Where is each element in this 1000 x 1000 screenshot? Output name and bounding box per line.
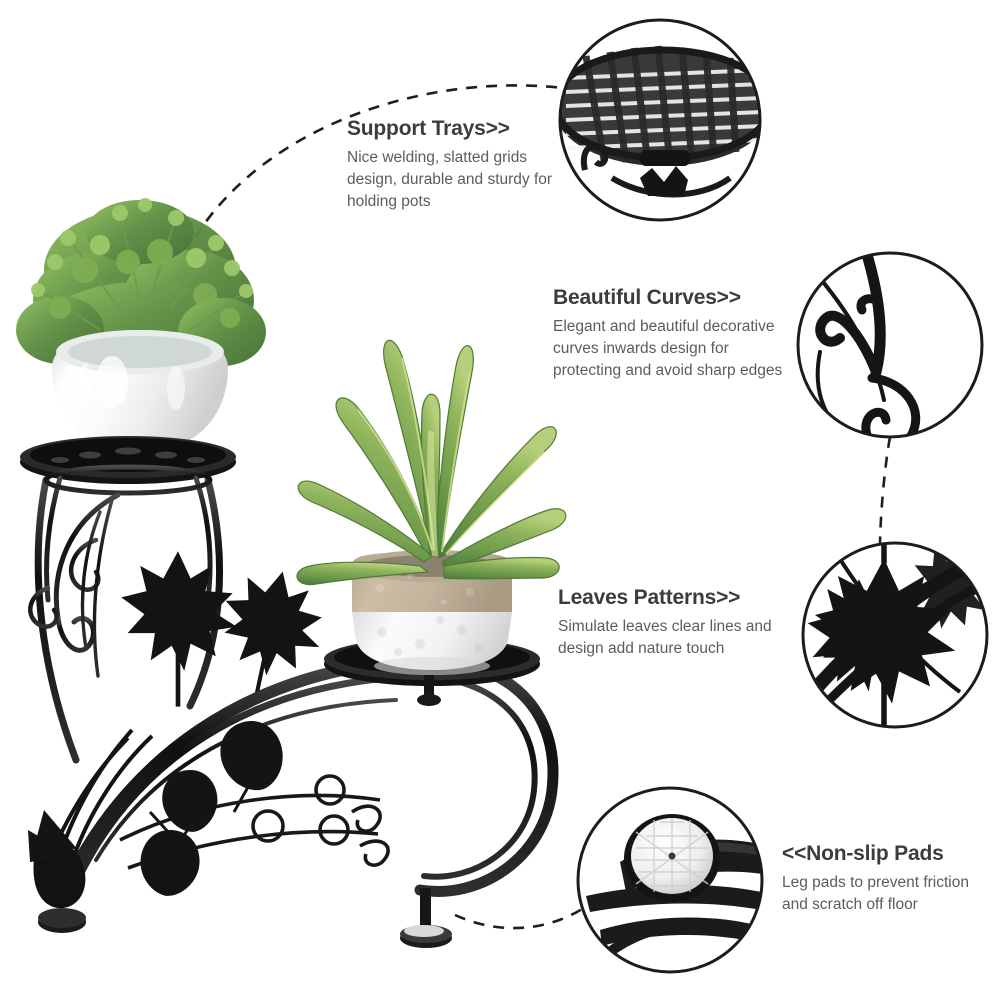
upper-support-tray xyxy=(20,436,236,484)
front-leg-and-pad xyxy=(28,728,154,933)
callout-body-support-trays: Nice welding, slatted grids design, dura… xyxy=(347,148,553,210)
connector-curves xyxy=(878,436,892,549)
callout-title-beautiful-curves: Beautiful Curves>> xyxy=(553,286,741,309)
connector-lines xyxy=(183,84,892,930)
plant-stand-product xyxy=(16,198,567,948)
detail-circle-support-tray xyxy=(558,18,762,222)
callout-body-beautiful-curves: Elegant and beautiful decorative curves … xyxy=(553,317,783,379)
callout-non-slip-pads: <<Non-slip Pads Leg pads to prevent fric… xyxy=(782,842,997,916)
callout-leaves-patterns: Leaves Patterns>> Simulate leaves clear … xyxy=(558,586,786,660)
callout-title-non-slip-pads: <<Non-slip Pads xyxy=(782,842,944,865)
detail-circle-leaves xyxy=(801,541,989,729)
callout-body-non-slip-pads: Leg pads to prevent friction and scratch… xyxy=(782,873,969,913)
callout-title-support-trays: Support Trays>> xyxy=(347,117,510,140)
callout-body-leaves-patterns: Simulate leaves clear lines and design a… xyxy=(558,617,772,657)
detail-circle-curves xyxy=(796,251,984,439)
callout-beautiful-curves: Beautiful Curves>> Elegant and beautiful… xyxy=(553,286,791,382)
upper-plant-foliage xyxy=(16,198,266,378)
vine-leaf-ornament-row xyxy=(119,721,390,896)
connector-pads xyxy=(454,903,589,930)
detail-circle-pads xyxy=(576,786,764,974)
rear-leg-and-pad xyxy=(400,888,452,948)
agave-plant-foliage xyxy=(296,339,567,586)
callout-title-leaves-patterns: Leaves Patterns>> xyxy=(558,586,741,609)
callout-support-trays: Support Trays>> Nice welding, slatted gr… xyxy=(347,117,572,213)
maple-leaf-ornament-cluster xyxy=(121,551,322,707)
